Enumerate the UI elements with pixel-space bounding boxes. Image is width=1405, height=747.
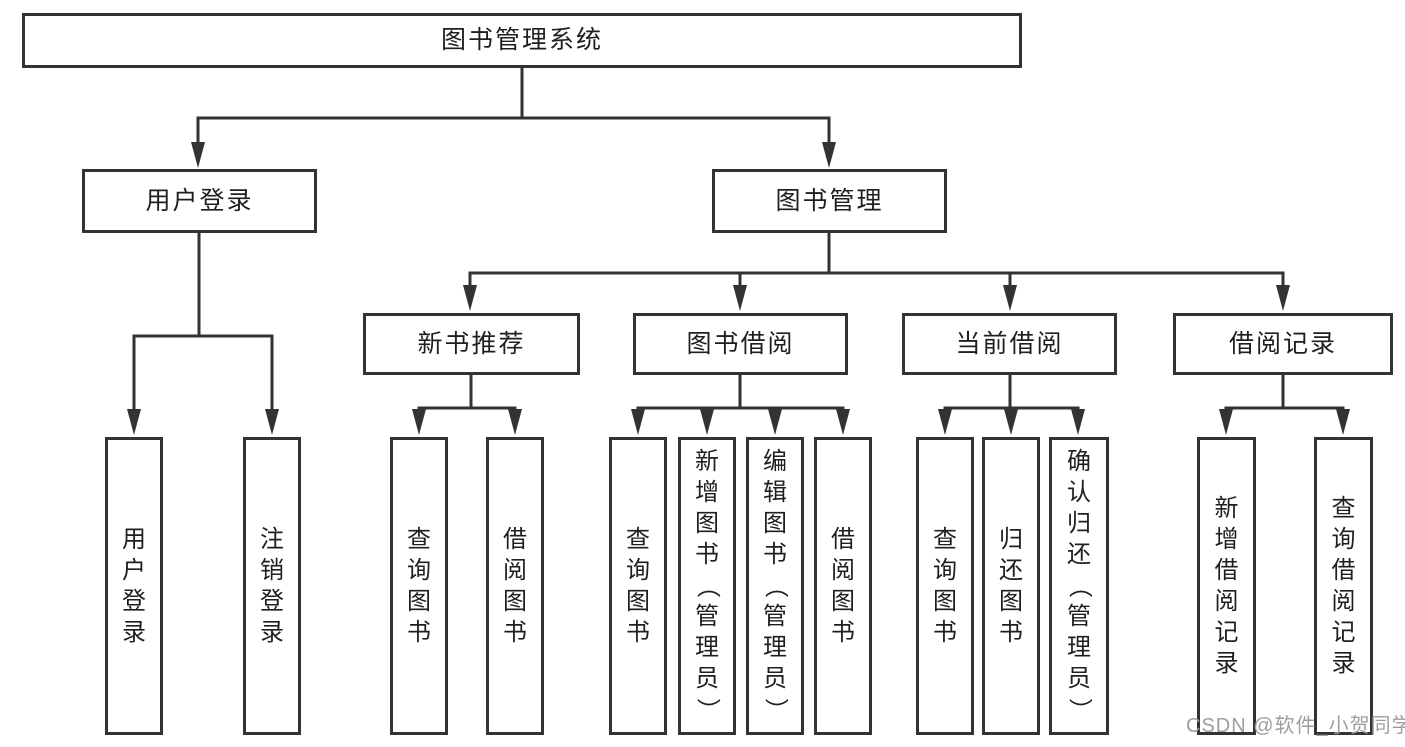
leaf-label: 查询借阅记录 (1331, 494, 1356, 677)
node-label: 新书推荐 (417, 329, 526, 358)
leaf-label: 注销登录 (260, 525, 284, 646)
node-user-login: 用户登录 (82, 169, 317, 233)
leaf-current-confirm-return-admin: 确认归还（管理员） (1049, 437, 1109, 735)
node-current-borrowing: 当前借阅 (902, 313, 1117, 375)
node-new-book-recommendation: 新书推荐 (363, 313, 580, 375)
leaf-borrowing-borrow-books: 借阅图书 (814, 437, 872, 735)
leaf-label: 借阅图书 (831, 525, 855, 646)
leaf-borrowing-add-books-admin: 新增图书（管理员） (678, 437, 736, 735)
leaf-label: 查询图书 (626, 525, 650, 646)
leaf-borrowing-edit-books-admin: 编辑图书（管理员） (746, 437, 804, 735)
leaf-records-query-borrow-record: 查询借阅记录 (1314, 437, 1373, 735)
node-label: 图书管理系统 (440, 26, 603, 54)
leaf-label: 确认归还（管理员） (1066, 448, 1093, 723)
node-library-management-system: 图书管理系统 (22, 13, 1022, 68)
node-book-management: 图书管理 (712, 169, 947, 233)
node-book-borrowing: 图书借阅 (633, 313, 848, 375)
node-label: 用户登录 (145, 186, 254, 215)
leaf-current-return-books: 归还图书 (982, 437, 1040, 735)
leaf-label: 用户登录 (122, 525, 146, 646)
leaf-user-login: 用户登录 (105, 437, 163, 735)
leaf-label: 归还图书 (999, 525, 1023, 646)
leaf-borrowing-query-books: 查询图书 (609, 437, 667, 735)
node-label: 图书借阅 (686, 329, 795, 358)
leaf-label: 查询图书 (407, 525, 431, 646)
csdn-watermark: CSDN @软件_小贺同学 (1186, 715, 1405, 737)
leaf-logout-login: 注销登录 (243, 437, 301, 735)
leaf-label: 新增借阅记录 (1214, 494, 1239, 677)
leaf-current-query-books: 查询图书 (916, 437, 974, 735)
leaf-recommend-borrow-books: 借阅图书 (486, 437, 544, 735)
leaf-label: 编辑图书（管理员） (762, 448, 789, 723)
leaf-recommend-query-books: 查询图书 (390, 437, 448, 735)
leaf-label: 新增图书（管理员） (694, 448, 721, 723)
leaf-records-add-borrow-record: 新增借阅记录 (1197, 437, 1256, 735)
node-label: 借阅记录 (1228, 329, 1337, 358)
node-borrowing-records: 借阅记录 (1173, 313, 1393, 375)
leaf-label: 查询图书 (933, 525, 957, 646)
leaf-label: 借阅图书 (503, 525, 527, 646)
node-label: 当前借阅 (955, 329, 1064, 358)
node-label: 图书管理 (775, 186, 884, 215)
